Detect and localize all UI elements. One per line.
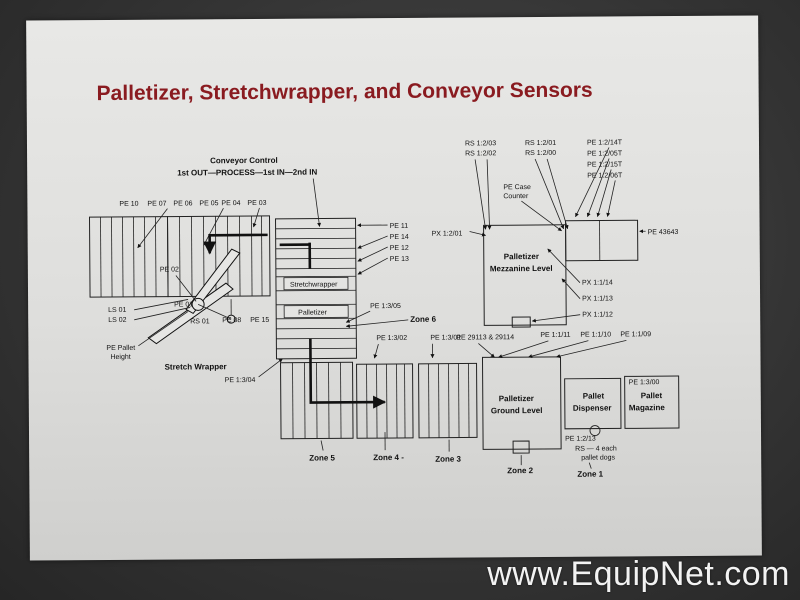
sensor-diagram-sheet: Palletizer, Stretchwrapper, and Conveyor… [26, 15, 762, 560]
pe-1-3-04-label: PE 1:3/04 [225, 377, 256, 384]
pe-29113-29114-label: PE 29113 & 29114 [456, 334, 514, 341]
pe14-label: PE 14 [390, 234, 409, 241]
magazine-label-1: Pallet [641, 391, 663, 400]
ls01-label: LS 01 [108, 307, 126, 314]
pe12-label: PE 12 [390, 245, 409, 252]
pe-1-3-02-label: PE 1:3/02 [376, 335, 407, 342]
pe-1-3-00-label: PE 1:3/00 [629, 379, 660, 386]
diagram-canvas: Palletizer, Stretchwrapper, and Conveyor… [26, 15, 762, 560]
pe-1-1-11-label: PE 1:1/11 [540, 332, 570, 339]
left-conveyor [89, 216, 270, 297]
pe11-label: PE 11 [390, 223, 409, 230]
rs-1-2-00-label: RS 1:2/00 [525, 150, 556, 157]
stretchwrapper-box-label: Stretchwrapper [290, 281, 338, 288]
zone2-label: Zone 2 [507, 466, 533, 475]
diagram-title: Palletizer, Stretchwrapper, and Conveyor… [97, 79, 593, 105]
pe-1-3-05-label: PE 1:3/05 [370, 303, 401, 310]
pe03-label: PE 03 [247, 200, 266, 207]
px-1-1-13-label: PX 1:1/13 [582, 295, 613, 302]
pe-43643-label: PE 43643 [648, 229, 679, 236]
pe07-label: PE 07 [147, 201, 166, 208]
rs-1-2-01-label: RS 1:2/01 [525, 140, 556, 147]
zone3-label: Zone 3 [435, 455, 461, 464]
zone5-conveyor [281, 362, 354, 439]
pe13-label: PE 13 [390, 256, 409, 263]
ground-label-2: Ground Level [491, 406, 543, 415]
dispenser-label-1: Pallet [583, 392, 605, 401]
pe05-label: PE 05 [199, 200, 218, 207]
mezzanine-level [484, 220, 639, 327]
palletizer-box-label: Palletizer [298, 309, 328, 316]
pe-1-1-10-label: PE 1:1/10 [580, 331, 611, 338]
pe02-label: PE 02 [160, 267, 179, 274]
pe01-label: PE 01 [174, 301, 193, 308]
ground-label-1: Palletizer [499, 394, 534, 403]
rs-pallet-dogs-label-2: pallet dogs [581, 454, 615, 461]
pe-pallet-height-label-1: PE Pallet [106, 345, 135, 352]
pe-1-2-14t-label: PE 1:2/14T [587, 139, 623, 146]
px-1-1-14-label: PX 1:1/14 [582, 279, 613, 286]
px-1-1-12-label: PX 1:1/12 [582, 311, 613, 318]
rs-pallet-dogs-label-1: RS — 4 each [575, 445, 617, 452]
pe-case-counter-label-1: PE Case [503, 184, 531, 191]
pe-case-counter-label-2: Counter [503, 193, 529, 200]
pe04-label: PE 04 [221, 200, 240, 207]
mezzanine-label-1: Palletizer [504, 252, 539, 261]
pe-1-2-06t-label: PE 1:2/06T [587, 172, 623, 179]
zone1-label: Zone 1 [577, 470, 603, 479]
pe-pallet-height-label-2: Height [110, 354, 130, 361]
zone6-label: Zone 6 [410, 315, 436, 324]
mezzanine-label-2: Mezzanine Level [490, 264, 553, 273]
pe-1-1-09-label: PE 1:1/09 [620, 331, 651, 338]
magazine-label-2: Magazine [629, 403, 666, 412]
rs-1-2-03-label: RS 1:2/03 [465, 140, 496, 147]
dispenser-label-2: Dispenser [573, 403, 612, 412]
px-1-2-01-label: PX 1:2/01 [432, 231, 463, 238]
pe06-label: PE 06 [173, 200, 192, 207]
watermark-text: www.EquipNet.com [487, 555, 790, 594]
rs01-label: RS 01 [190, 318, 210, 325]
ls02-label: LS 02 [108, 317, 126, 324]
zone4-label: Zone 4 - [373, 453, 404, 462]
stretch-wrapper-label: Stretch Wrapper [165, 362, 227, 371]
pe08-label: PE 08 [222, 317, 241, 324]
rs-1-2-02-label: RS 1:2/02 [465, 150, 496, 157]
zone3-conveyor [419, 363, 478, 437]
zone5-label: Zone 5 [309, 453, 335, 462]
pe10-label: PE 10 [119, 201, 138, 208]
pe-1-2-15t-label: PE 1:2/15T [587, 161, 623, 168]
conveyor-control-sequence: 1st OUT—PROCESS—1st IN—2nd IN [177, 168, 317, 178]
conveyor-control-heading: Conveyor Control [210, 156, 278, 165]
pe15-label: PE 15 [250, 317, 269, 324]
pe-1-2-13-label: PE 1:2/13 [565, 436, 596, 443]
